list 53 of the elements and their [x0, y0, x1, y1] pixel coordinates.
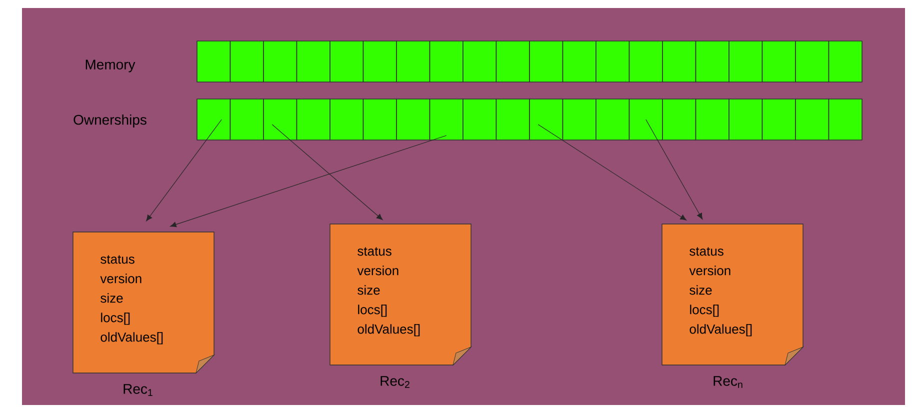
note-box: status version size locs[] oldValues[] — [72, 232, 214, 374]
row-label: Ownerships — [74, 114, 146, 128]
memory-cell — [330, 98, 364, 140]
memory-cell — [628, 98, 663, 140]
memory-cell — [728, 40, 763, 82]
memory-cell — [529, 98, 564, 140]
memory-cell — [762, 40, 796, 82]
record-label: Rec$_{2}$ — [380, 376, 410, 388]
memory-cell — [496, 98, 530, 140]
arrow — [646, 119, 703, 220]
memory-cell — [695, 40, 730, 82]
memory-cell — [230, 98, 264, 140]
memory-cell — [429, 98, 464, 140]
memory-cell — [263, 40, 298, 82]
record-label: Rec$_{1}$ — [124, 384, 152, 396]
memory-cell — [462, 98, 497, 140]
memory-cell — [562, 40, 596, 82]
memory-cell — [662, 40, 696, 82]
arrow — [538, 124, 687, 220]
memory-cell — [396, 40, 430, 82]
memory-cell — [263, 98, 298, 140]
memory-cell — [596, 40, 630, 82]
memory-cell — [795, 98, 830, 140]
memory-cell — [362, 40, 397, 82]
memory-cell — [828, 98, 862, 140]
record-label: Rec$_{n}$ — [714, 376, 742, 388]
memory-cell — [596, 98, 630, 140]
arrow — [170, 135, 447, 228]
memory-cell — [296, 98, 330, 140]
memory-cell — [396, 98, 430, 140]
note-box: status version size locs[] oldValues[] — [662, 224, 804, 366]
memory-cell — [695, 98, 730, 140]
memory-cell — [795, 40, 830, 82]
memory-cell — [628, 40, 663, 82]
memory-cell — [296, 40, 330, 82]
memory-cell — [330, 40, 364, 82]
memory-cell — [196, 40, 231, 82]
memory-cell — [662, 98, 696, 140]
memory-cell — [462, 40, 497, 82]
memory-cell — [728, 98, 763, 140]
memory-cell — [230, 40, 264, 82]
note-box: status version size locs[] oldValues[] — [330, 224, 472, 366]
arrow — [146, 119, 222, 222]
memory-cell — [529, 40, 564, 82]
memory-cell — [496, 40, 530, 82]
row-label: Memory — [86, 60, 136, 72]
memory-cell — [196, 98, 231, 140]
memory-cell — [562, 98, 596, 140]
memory-cell — [762, 98, 796, 140]
memory-cell — [429, 40, 464, 82]
memory-cell — [828, 40, 862, 82]
memory-cell — [362, 98, 397, 140]
arrow — [272, 124, 383, 220]
